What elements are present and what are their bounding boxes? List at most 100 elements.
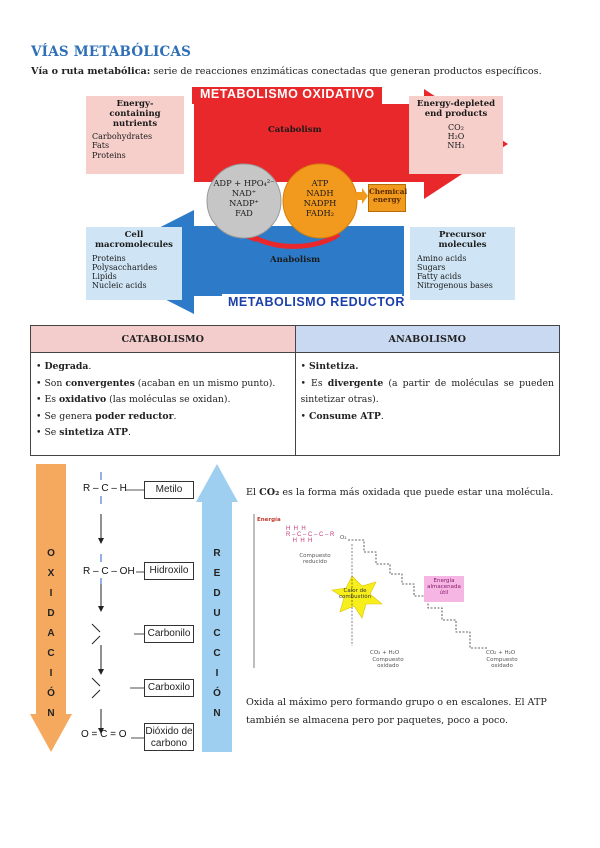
item-post: . bbox=[380, 410, 384, 422]
co2-post: es la forma más oxidada que puede estar … bbox=[279, 487, 554, 498]
item-post: (a partir de moléculas se pueden sinteti… bbox=[300, 377, 555, 406]
grey-circle-item: NADP⁺ bbox=[229, 198, 259, 208]
reductive-title-bg bbox=[222, 294, 402, 312]
product-item: CO₂ bbox=[448, 122, 464, 132]
macro-item: Lipids bbox=[92, 271, 117, 281]
item-post: . bbox=[127, 427, 131, 438]
energy-staircase-figure bbox=[253, 514, 488, 668]
macro-item: Nucleic acids bbox=[92, 281, 147, 291]
oxidized-label-right: Compuesto oxidado bbox=[486, 657, 518, 669]
depleted-products-box: Energy-depleted end products CO₂ H₂O NH₃ bbox=[409, 96, 503, 174]
list-item: • Se genera poder reductor. bbox=[36, 409, 290, 426]
energy-nutrients-box: Energy-containing nutrients Carbohydrate… bbox=[86, 96, 184, 174]
item-bold: sintetiza ATP bbox=[59, 427, 128, 438]
letter: Ó bbox=[213, 688, 221, 699]
letter: R bbox=[213, 548, 221, 559]
precursor-item: Fatty acids bbox=[417, 271, 462, 281]
letter: Ó bbox=[47, 688, 55, 699]
letter: D bbox=[47, 608, 55, 619]
letter: N bbox=[47, 708, 55, 719]
letter: I bbox=[49, 588, 53, 599]
reduction-arrow bbox=[196, 464, 238, 752]
intro-definition: serie de reacciones enzimáticas conectad… bbox=[150, 66, 542, 77]
macro-item: Polysaccharides bbox=[92, 262, 158, 272]
cell-macromolecules-box: Cell macromolecules Proteins Polysacchar… bbox=[86, 227, 182, 300]
grey-circle-item: NAD⁺ bbox=[231, 188, 257, 198]
orange-circle-text: ATP NADH NADPH FADH₂ bbox=[284, 178, 356, 218]
item-pre: • Se bbox=[36, 427, 60, 438]
chemical-energy-box: Chemical energy bbox=[368, 184, 407, 212]
grey-circle-text: ADP + HPO₄²⁻ NAD⁺ NADP⁺ FAD bbox=[208, 178, 280, 218]
oxidative-title: METABOLISMO OXIDATIVO bbox=[200, 87, 375, 101]
item-post: (las moléculas se oxidan). bbox=[106, 394, 231, 405]
stored-energy-label: Energía almacenada útil bbox=[427, 578, 461, 596]
item-pre: • Es bbox=[36, 394, 59, 405]
co2-h2o-left: CO₂ + H₂O bbox=[370, 650, 400, 656]
list-item: • Sintetiza. bbox=[301, 359, 555, 376]
letter: C bbox=[213, 648, 221, 659]
item-post: . bbox=[88, 361, 92, 372]
letter: C bbox=[47, 648, 55, 659]
oxidation-letters: O X I D A C I Ó N bbox=[36, 544, 66, 724]
letter: D bbox=[213, 588, 221, 599]
item-pre: • Es bbox=[300, 377, 328, 389]
co2-bold: CO₂ bbox=[259, 487, 280, 498]
energy-nutrients-heading: Energy-containing nutrients bbox=[109, 99, 161, 129]
product-item: H₂O bbox=[447, 131, 465, 141]
nutrient-item: Fats bbox=[92, 141, 110, 151]
list-item: • Es divergente (a partir de moléculas s… bbox=[301, 376, 555, 409]
metabolism-diagram: Energy-containing nutrients Carbohydrate… bbox=[84, 84, 516, 314]
letter: U bbox=[213, 608, 221, 619]
item-bold: oxidativo bbox=[58, 394, 107, 405]
letter: I bbox=[215, 668, 219, 679]
nutrient-item: Carbohydrates bbox=[92, 132, 153, 142]
letter: N bbox=[213, 708, 221, 719]
macro-item: Proteins bbox=[92, 253, 126, 263]
anabolism-label: Anabolism bbox=[270, 255, 321, 265]
heat-burst bbox=[331, 575, 383, 619]
co2-pre: El bbox=[246, 487, 260, 498]
precursor-heading: Precursor molecules bbox=[438, 230, 487, 250]
table-row: • Degrada. • Son convergentes (acaban en… bbox=[30, 352, 560, 456]
carbonyl-bonds bbox=[91, 623, 101, 699]
table-header-row: CATABOLISMO ANABOLISMO bbox=[30, 325, 560, 353]
catabolism-cell: • Degrada. • Son convergentes (acaban en… bbox=[30, 352, 296, 456]
item-bold: Degrada bbox=[44, 361, 89, 372]
comparison-table: CATABOLISMO ANABOLISMO • Degrada. • Son … bbox=[30, 325, 560, 456]
orange-circle-item: NADPH bbox=[303, 198, 337, 208]
orange-circle-item: ATP bbox=[311, 178, 329, 188]
list-item: • Se sintetiza ATP. bbox=[36, 425, 290, 442]
reductive-title: METABOLISMO REDUCTOR bbox=[228, 295, 405, 309]
precursor-molecules-box: Precursor molecules Amino acids Sugars F… bbox=[410, 227, 515, 300]
item-post: (acaban en un mismo punto). bbox=[134, 377, 276, 389]
co2-h2o-right: CO₂ + H₂O bbox=[486, 650, 516, 656]
hydroxyl-formula: R – C – OH bbox=[83, 566, 135, 577]
letter: A bbox=[47, 628, 55, 639]
item-pre: • bbox=[300, 361, 309, 372]
item-bold: convergentes bbox=[65, 377, 135, 389]
header-anabolism: ANABOLISMO bbox=[294, 325, 560, 353]
orange-circle bbox=[282, 163, 358, 239]
co2-formula: O = C = O bbox=[81, 729, 127, 740]
letter: E bbox=[213, 568, 221, 579]
orange-circle-item: FADH₂ bbox=[305, 208, 335, 218]
item-bold: Sintetiza. bbox=[308, 361, 359, 372]
o2-label: O₂ bbox=[340, 535, 347, 541]
letter: C bbox=[213, 628, 221, 639]
energy-axis-label: Energía bbox=[257, 517, 281, 523]
precursor-item: Nitrogenous bases bbox=[417, 281, 493, 291]
letter: O bbox=[47, 548, 55, 559]
cycle-bottom-arrow bbox=[247, 231, 341, 249]
intro-paragraph: Vía o ruta metabólica: serie de reaccion… bbox=[31, 66, 542, 77]
page-title: VÍAS METABÓLICAS bbox=[31, 44, 192, 60]
nutrient-item: Proteins bbox=[92, 150, 126, 160]
stored-energy-box bbox=[424, 576, 464, 602]
letter: X bbox=[47, 568, 55, 579]
oxidized-label-left: Compuesto oxidado bbox=[372, 657, 404, 669]
list-item: • Es oxidativo (las moléculas se oxidan)… bbox=[36, 392, 290, 409]
cell-macro-heading: Cell macromolecules bbox=[95, 230, 173, 250]
oxidation-arrow bbox=[30, 464, 72, 752]
chem-energy-arrow bbox=[356, 188, 368, 204]
grey-circle-item: FAD bbox=[235, 208, 253, 218]
item-bold: Consume ATP bbox=[308, 410, 381, 422]
